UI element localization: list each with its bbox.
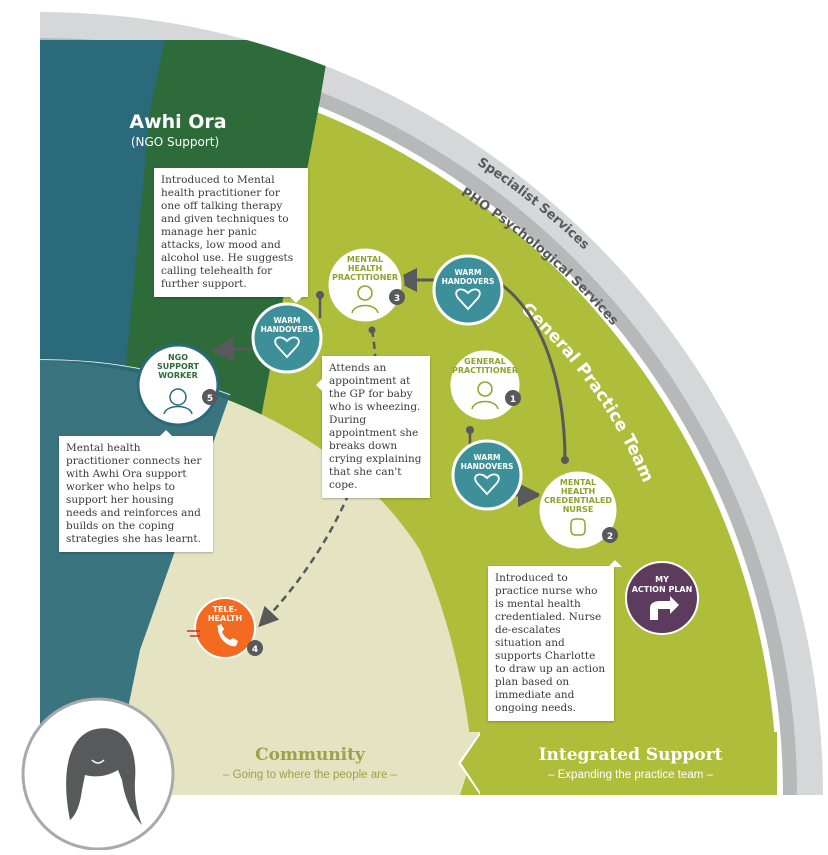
svg-text:MENTAL: MENTAL — [560, 478, 596, 487]
arrow-forward-icon — [650, 596, 679, 620]
svg-text:MENTAL: MENTAL — [347, 255, 383, 264]
warm-handovers-node-top[interactable]: WARM HANDOVERS — [432, 254, 504, 326]
ngo-step-number: 5 — [207, 394, 213, 404]
svg-text:HEALTH: HEALTH — [208, 614, 242, 623]
support-worker-icon — [163, 388, 193, 415]
warm-handovers-node-left[interactable]: WARM HANDOVERS — [251, 302, 323, 374]
svg-text:NGO: NGO — [168, 353, 188, 362]
mhp-step-number: 3 — [394, 294, 400, 304]
credentialed-nurse-node[interactable]: MENTAL HEALTH CREDENTIALED NURSE 2 — [536, 468, 620, 552]
svg-text:ACTION PLAN: ACTION PLAN — [632, 585, 693, 594]
mental-health-practitioner-node[interactable]: MENTAL HEALTH PRACTITIONER 3 — [325, 245, 405, 325]
gp-note: Attends an appointment at the GP for bab… — [316, 356, 430, 498]
svg-text:HEALTH: HEALTH — [348, 264, 382, 273]
integrated-title-block: Integrated Support – Expanding the pract… — [488, 745, 773, 781]
ngo-note: Mental health practitioner connects her … — [59, 430, 213, 552]
woman-face-icon — [66, 728, 142, 825]
practitioner-icon — [351, 285, 379, 314]
svg-text:MY: MY — [655, 575, 669, 584]
svg-text:TELE-: TELE- — [213, 605, 238, 614]
telehealth-step-number: 4 — [252, 645, 258, 655]
svg-text:HANDOVERS: HANDOVERS — [261, 325, 314, 334]
handshake-heart-icon — [274, 336, 300, 359]
telehealth-node[interactable]: TELE- HEALTH 4 — [187, 597, 263, 659]
svg-text:SUPPORT: SUPPORT — [157, 362, 200, 371]
my-action-plan-node[interactable]: MY ACTION PLAN — [625, 561, 699, 635]
svg-text:CREDENTIALED: CREDENTIALED — [544, 496, 612, 505]
ngo-subtitle: (NGO Support) — [131, 135, 219, 149]
warm-handovers-node-bottom[interactable]: WARM HANDOVERS — [451, 439, 523, 511]
integrated-subtitle: – Expanding the practice team – — [548, 769, 713, 781]
integrated-band — [460, 732, 777, 795]
svg-text:HANDOVERS: HANDOVERS — [461, 462, 514, 471]
mhp-note: Introduced to Mental health practitioner… — [154, 168, 308, 303]
community-subtitle: – Going to where the people are – — [223, 769, 397, 781]
nurse-step-number: 2 — [607, 532, 613, 542]
integrated-title: Integrated Support — [538, 745, 723, 765]
community-title-block: Community – Going to where the people ar… — [160, 745, 460, 781]
handshake-heart-icon — [474, 473, 500, 496]
svg-text:WARM: WARM — [474, 453, 501, 462]
svg-text:HANDOVERS: HANDOVERS — [442, 277, 495, 286]
ngo-support-worker-node[interactable]: NGO SUPPORT WORKER 5 — [136, 343, 220, 427]
gp-step-number: 1 — [510, 395, 516, 405]
svg-text:WARM: WARM — [455, 268, 482, 277]
svg-text:GENERAL: GENERAL — [464, 357, 506, 366]
svg-text:WARM: WARM — [274, 316, 301, 325]
charlotte-avatar — [21, 697, 175, 851]
nurse-note: Introduced to practice nurse who is ment… — [488, 560, 622, 721]
handshake-heart-icon — [455, 288, 481, 311]
doctor-icon — [471, 381, 499, 410]
nurse-icon — [570, 518, 586, 536]
svg-text:PRACTITIONER: PRACTITIONER — [452, 366, 518, 375]
svg-text:WORKER: WORKER — [158, 371, 198, 380]
svg-text:HEALTH: HEALTH — [561, 487, 595, 496]
phone-icon — [217, 624, 238, 647]
svg-text:PRACTITIONER: PRACTITIONER — [332, 273, 398, 282]
svg-text:NURSE: NURSE — [563, 505, 594, 514]
community-title: Community — [255, 745, 365, 765]
general-practitioner-node[interactable]: GENERAL PRACTITIONER 1 — [447, 347, 523, 423]
ngo-title: Awhi Ora — [129, 111, 226, 133]
